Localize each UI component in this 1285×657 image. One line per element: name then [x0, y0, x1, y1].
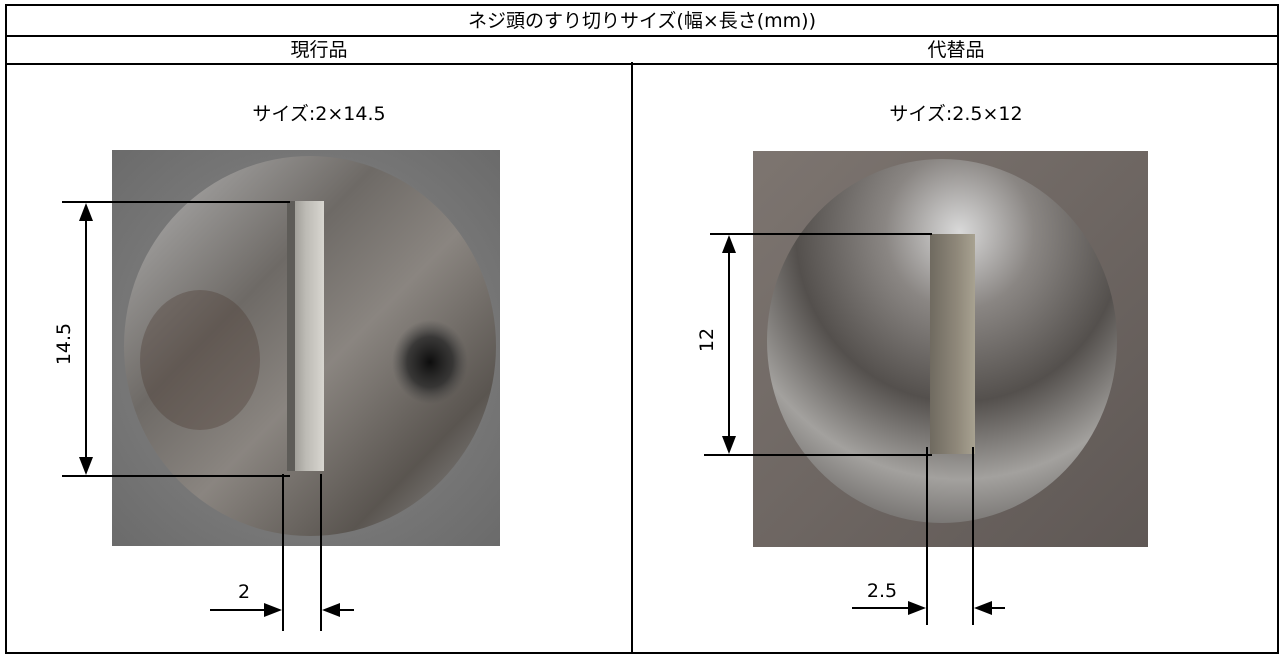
current-arrowheads — [79, 203, 340, 617]
table-title: ネジ頭のすり切りサイズ(幅×長さ(mm)) — [467, 10, 817, 32]
current-size-label: サイズ:2×14.5 — [252, 103, 386, 125]
current-screw-photo — [112, 150, 500, 546]
current-width-label: 2 — [238, 581, 250, 603]
header-divider — [7, 63, 1277, 65]
replacement-dimension-lines — [704, 233, 1005, 625]
title-divider — [7, 35, 1277, 37]
replacement-length-label: 12 — [696, 328, 718, 352]
column-divider — [631, 62, 633, 652]
replacement-header: 代替品 — [927, 39, 985, 61]
size-comparison-table: ネジ頭のすり切りサイズ(幅×長さ(mm)) 現行品 代替品 — [5, 4, 1279, 654]
replacement-arrowheads — [722, 235, 992, 615]
replacement-width-label: 2.5 — [867, 580, 897, 602]
replacement-size-label: サイズ:2.5×12 — [889, 103, 1023, 125]
replacement-screw-photo — [753, 151, 1148, 547]
current-dimension-lines — [62, 201, 354, 631]
current-header: 現行品 — [290, 39, 348, 61]
current-length-label: 14.5 — [53, 323, 75, 365]
